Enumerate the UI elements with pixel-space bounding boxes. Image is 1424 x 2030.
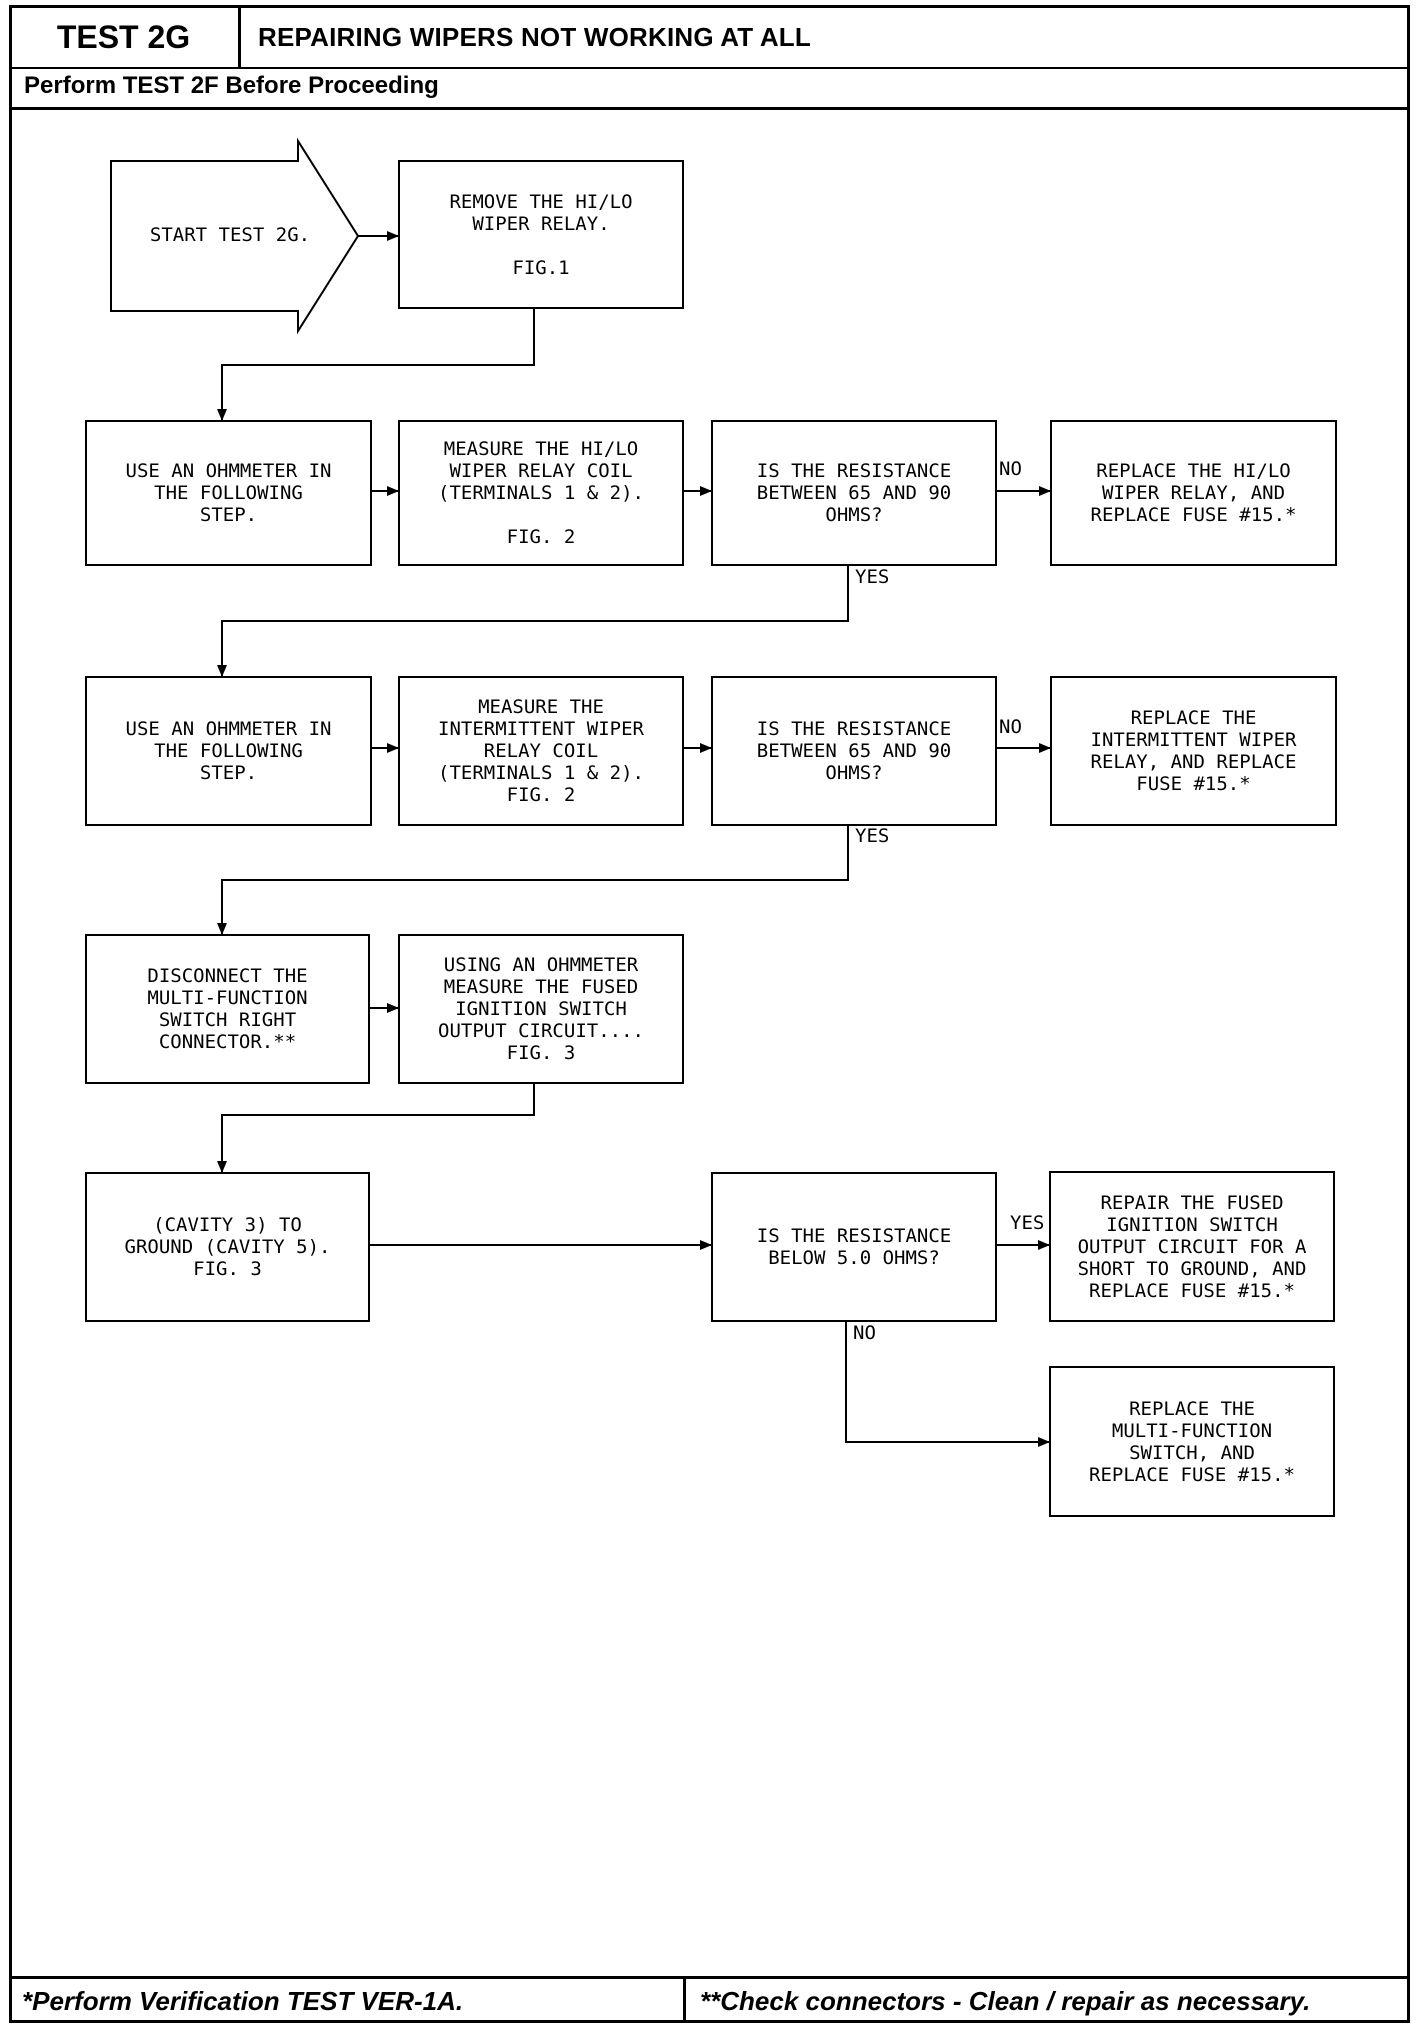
cavity-to-ground-step: (CAVITY 3) TO GROUND (CAVITY 5). FIG. 3 (85, 1172, 370, 1322)
page-frame (9, 5, 1410, 2023)
connector-check2-disconnect (217, 825, 849, 935)
replace-hilo-relay-step: REPLACE THE HI/LO WIPER RELAY, AND REPLA… (1050, 420, 1337, 566)
start-arrow-shape (110, 137, 360, 335)
measure-intermittent-coil-step: MEASURE THE INTERMITTENT WIPER RELAY COI… (398, 676, 684, 826)
connector-check1-ohm2 (217, 566, 849, 677)
repair-fused-circuit-step: REPAIR THE FUSED IGNITION SWITCH OUTPUT … (1049, 1171, 1335, 1322)
footer-note-right: **Check connectors - Clean / repair as n… (700, 1986, 1311, 2016)
connector-measure3-cavity (217, 1084, 535, 1173)
replace-mfs-step: REPLACE THE MULTI-FUNCTION SWITCH, AND R… (1049, 1366, 1335, 1517)
check-resistance-2: IS THE RESISTANCE BETWEEN 65 AND 90 OHMS… (711, 676, 997, 826)
remove-relay-step: REMOVE THE HI/LO WIPER RELAY. FIG.1 (398, 160, 684, 309)
branch-no-2: NO (999, 716, 1022, 738)
footer-note-left: *Perform Verification TEST VER-1A. (22, 1986, 464, 2016)
replace-intermittent-relay-step: REPLACE THE INTERMITTENT WIPER RELAY, AN… (1050, 676, 1337, 826)
check-resistance-3: IS THE RESISTANCE BELOW 5.0 OHMS? (711, 1172, 997, 1322)
branch-no-3: NO (853, 1322, 876, 1344)
branch-yes-1: YES (855, 566, 890, 588)
header-row (9, 5, 1410, 69)
test-id: TEST 2G (9, 5, 241, 69)
prerequisite-row (9, 69, 1410, 110)
branch-yes-3: YES (1010, 1212, 1045, 1234)
branch-no-1: NO (999, 458, 1022, 480)
use-ohmmeter-step-2: USE AN OHMMETER IN THE FOLLOWING STEP. (85, 676, 372, 826)
connector-remove-ohm1 (217, 309, 535, 421)
disconnect-connector-step: DISCONNECT THE MULTI-FUNCTION SWITCH RIG… (85, 934, 370, 1084)
start-step: START TEST 2G. (149, 224, 311, 246)
prerequisite-text: Perform TEST 2F Before Proceeding (24, 72, 439, 99)
check-resistance-1: IS THE RESISTANCE BETWEEN 65 AND 90 OHMS… (711, 420, 997, 566)
footer-row (9, 1976, 1410, 2023)
branch-yes-2: YES (855, 825, 890, 847)
use-ohmmeter-step-1: USE AN OHMMETER IN THE FOLLOWING STEP. (85, 420, 372, 566)
test-title: REPAIRING WIPERS NOT WORKING AT ALL (258, 22, 811, 52)
measure-hilo-coil-step: MEASURE THE HI/LO WIPER RELAY COIL (TERM… (398, 420, 684, 566)
footer-divider (683, 1976, 686, 2023)
connector-check3-replace-mfs (845, 1322, 1050, 1447)
measure-fused-circuit-step: USING AN OHMMETER MEASURE THE FUSED IGNI… (398, 934, 684, 1084)
